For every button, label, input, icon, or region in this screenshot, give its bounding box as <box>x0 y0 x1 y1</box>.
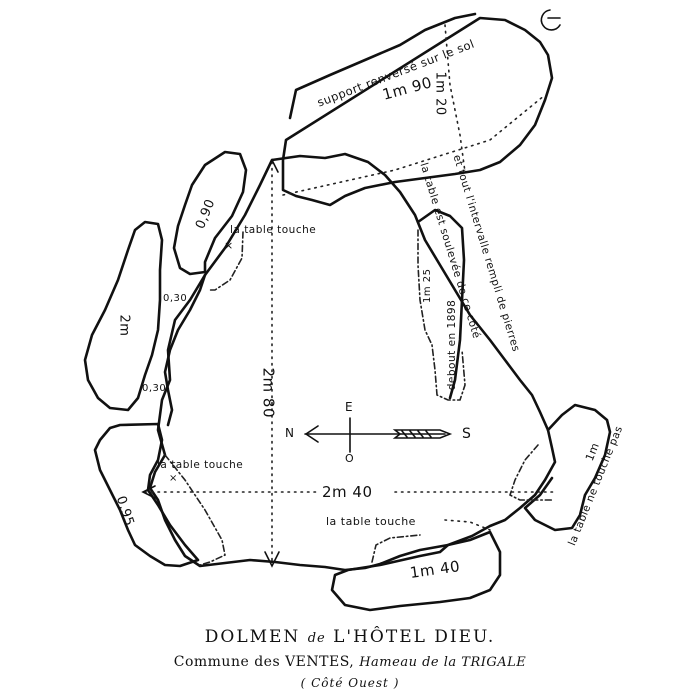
west-outer-stone-outline <box>83 220 164 412</box>
compass-east-label: E <box>345 400 354 414</box>
title-connector: de <box>307 631 326 646</box>
west-lower-stone-note: la table touche <box>157 459 244 471</box>
south-note-leader <box>444 519 491 531</box>
south-stone-outline <box>330 530 502 612</box>
west-gap-top: 0,30 <box>163 293 188 304</box>
subtitle-commune: Commune des VENTES, <box>173 654 355 670</box>
compass-feather-icon <box>392 429 453 439</box>
fallen-support-width-line <box>444 24 466 173</box>
south-stone-note: la table touche <box>326 515 416 528</box>
west-upper-contact-line <box>207 231 244 291</box>
west-gap-connector <box>163 273 207 427</box>
west-lower-contact-line <box>164 454 226 566</box>
fallen-support-length-line <box>282 94 546 196</box>
west-outer-stone-size: 2m <box>116 314 132 337</box>
west-lower-contact-mark: × <box>169 473 178 484</box>
drawing-subtitle: Commune des VENTES, Hameau de la TRIGALE <box>0 654 700 670</box>
south-contact-line <box>371 534 421 563</box>
compass-west-label: O <box>345 452 355 465</box>
compass-north-arrowhead <box>304 425 319 443</box>
capstone-length: 2m 80 <box>259 367 278 419</box>
capstone-outline <box>148 152 557 572</box>
compass-north-label: N <box>285 426 295 440</box>
compass-rose <box>304 417 453 453</box>
east-inner-stone-size: 1m 25 <box>422 268 433 303</box>
capstone-length-arrow-bottom <box>264 551 280 568</box>
east-outer-stone-outline <box>523 403 612 532</box>
drawing-orientation-note: ( Côté Ouest ) <box>300 676 400 690</box>
moon-glyph-icon <box>540 9 561 31</box>
west-upper-contact-mark: × <box>224 239 234 252</box>
title-suffix: L'HÔTEL DIEU. <box>333 627 496 647</box>
east-inner-stone-note: debout en 1898 <box>445 299 458 391</box>
capstone-width: 2m 40 <box>322 483 373 501</box>
capstone-length-arrow-top <box>265 158 279 173</box>
west-lower-stone-outline <box>93 422 200 568</box>
east-inner-stone-outline <box>416 208 466 400</box>
west-gap-bottom: 0,30 <box>142 383 167 394</box>
drawing-title: DOLMEN de L'HÔTEL DIEU. <box>0 627 700 647</box>
fallen-support-outline <box>281 12 554 207</box>
west-upper-stone-note: la table touche <box>230 224 317 236</box>
title-prefix: DOLMEN <box>204 627 301 647</box>
compass-south-label: S <box>462 426 472 442</box>
subtitle-hamlet: Hameau de la TRIGALE <box>359 655 527 670</box>
east-inner-original-position <box>417 229 466 401</box>
fallen-support-width: 1m 20 <box>432 71 448 116</box>
west-upper-stone-outline <box>172 150 248 276</box>
capstone-width-arrow-left <box>141 485 156 499</box>
east-outer-contact-line <box>509 444 553 501</box>
